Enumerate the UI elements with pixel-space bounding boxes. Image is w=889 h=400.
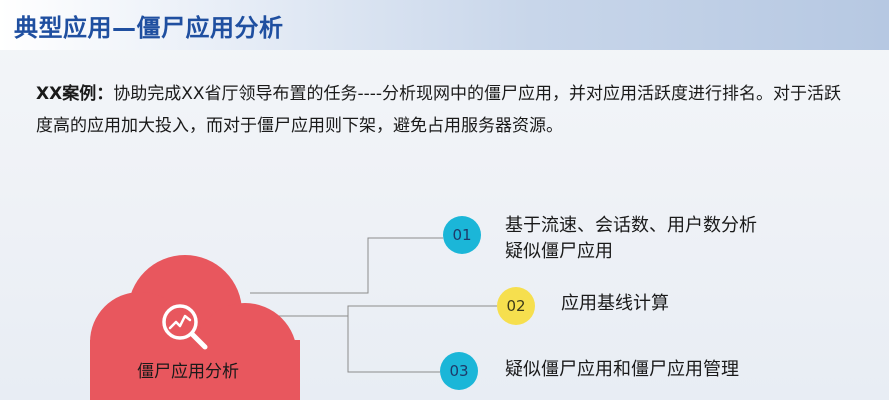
page-title: 典型应用—僵尸应用分析	[14, 14, 284, 42]
step-text-01-line2: 疑似僵尸应用	[505, 241, 613, 262]
search-analytics-icon	[158, 300, 212, 354]
step-text-01: 基于流速、会话数、用户数分析 疑似僵尸应用	[505, 213, 757, 265]
connector-line-3	[262, 315, 440, 373]
case-label: XX案例：	[36, 84, 114, 104]
step-text-01-line1: 基于流速、会话数、用户数分析	[505, 215, 757, 236]
connector-line-2	[262, 305, 497, 317]
connector-lines	[250, 237, 497, 373]
cloud-label: 僵尸应用分析	[137, 362, 239, 382]
step-badge-01: 01	[443, 216, 481, 254]
step-text-02: 应用基线计算	[561, 293, 669, 314]
case-text: 协助完成XX省厅领导布置的任务----分析现网中的僵尸应用，并对应用活跃度进行排…	[36, 84, 842, 136]
step-text-03: 疑似僵尸应用和僵尸应用管理	[505, 359, 739, 380]
step-badge-03: 03	[440, 352, 478, 390]
header-bar: 典型应用—僵尸应用分析	[0, 0, 889, 50]
connector-line-1	[250, 237, 443, 294]
step-badge-02: 02	[497, 287, 535, 325]
case-description: XX案例：协助完成XX省厅领导布置的任务----分析现网中的僵尸应用，并对应用活…	[36, 78, 856, 142]
